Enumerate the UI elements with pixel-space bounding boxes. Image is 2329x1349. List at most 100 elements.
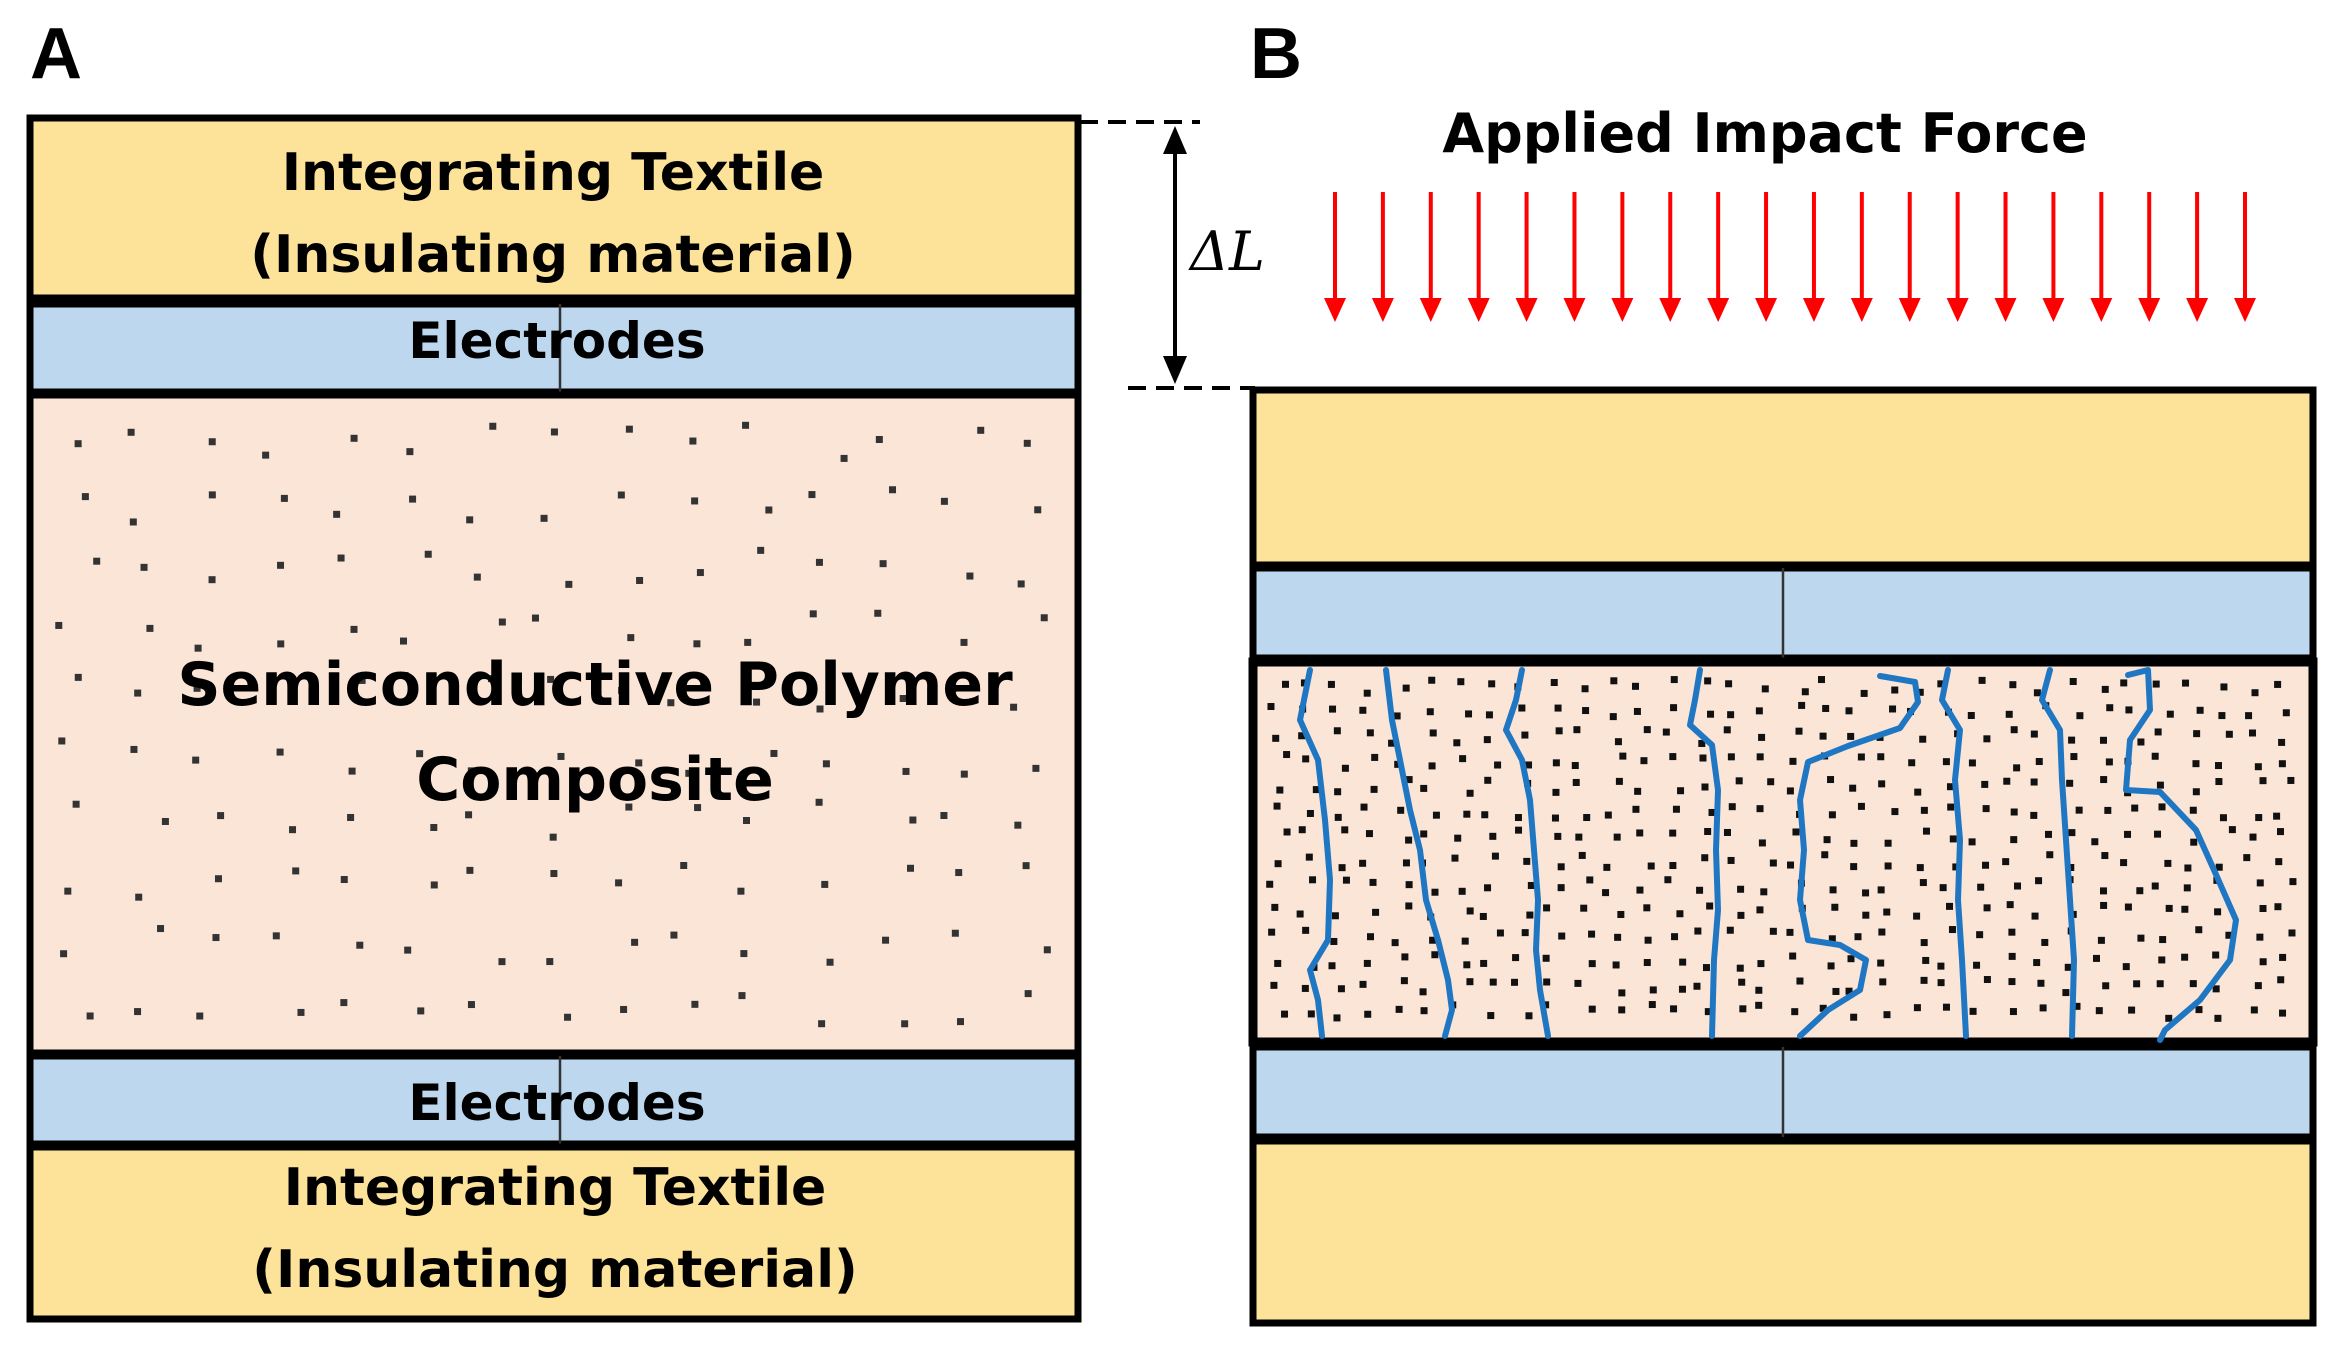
particle xyxy=(2010,836,2018,844)
particle xyxy=(1615,777,1623,785)
force-label: Applied Impact Force xyxy=(1442,102,2087,165)
particle xyxy=(1609,713,1617,721)
particle xyxy=(1739,1005,1747,1013)
particle xyxy=(1761,685,1769,693)
particle xyxy=(1757,960,1765,968)
force-arrow xyxy=(2090,192,2113,322)
particle xyxy=(2250,1006,2258,1014)
particle xyxy=(2212,951,2220,959)
particle xyxy=(742,421,750,429)
particle xyxy=(1756,906,1764,914)
conductive-path-7 xyxy=(2039,667,2077,1039)
force-arrow xyxy=(2234,192,2256,322)
particle xyxy=(1982,805,1990,813)
particle xyxy=(1393,712,1401,720)
particle xyxy=(1391,939,1399,947)
particle xyxy=(1968,838,1976,846)
particle xyxy=(1670,1005,1678,1013)
particle xyxy=(1883,1011,1891,1019)
particle xyxy=(406,448,414,456)
particle xyxy=(1489,978,1497,986)
particle xyxy=(1662,728,1670,736)
particle xyxy=(268,682,276,690)
particle xyxy=(1850,863,1858,871)
particle xyxy=(1515,826,1523,834)
force-arrows xyxy=(1324,192,2256,322)
particle xyxy=(289,826,297,834)
particle xyxy=(1420,1007,1428,1015)
particle xyxy=(1453,739,1461,747)
particle xyxy=(1526,911,1534,919)
particle xyxy=(1370,785,1378,793)
particle xyxy=(1942,758,1950,766)
particle xyxy=(2035,877,2043,885)
delta-l-indicator: ΔL xyxy=(1080,120,1265,390)
particle xyxy=(1459,755,1467,763)
particle xyxy=(2215,778,2223,786)
particle xyxy=(2151,882,2159,890)
panel-a-bottom-textile-line1: Integrating Textile xyxy=(284,1158,827,1218)
conductive-path-4 xyxy=(1687,667,1721,1039)
particle xyxy=(1337,985,1345,993)
particle xyxy=(540,514,548,522)
force-arrow xyxy=(1611,192,1634,322)
panel-a: A Integrating Textile (Insulating materi… xyxy=(26,14,1082,1323)
panel-a-top-textile-line2: (Insulating material) xyxy=(250,225,856,285)
particle xyxy=(1270,981,1278,989)
particle xyxy=(1463,810,1471,818)
particle xyxy=(430,823,438,831)
particle xyxy=(1483,736,1491,744)
particle xyxy=(1916,688,1924,696)
particle xyxy=(2278,760,2286,768)
particle xyxy=(1920,806,1928,814)
particle xyxy=(1983,735,1991,743)
particle xyxy=(1769,859,1777,867)
particle xyxy=(1614,738,1622,746)
particle xyxy=(1372,908,1380,916)
particle xyxy=(1327,680,1335,688)
particle xyxy=(2031,912,2039,920)
particle xyxy=(127,428,135,436)
particle xyxy=(1693,982,1701,990)
particle xyxy=(1756,753,1764,761)
conductive-path-6 xyxy=(1939,667,1969,1039)
particle xyxy=(1341,764,1349,772)
particle xyxy=(1512,954,1520,962)
particle xyxy=(1819,1004,1827,1012)
particle xyxy=(1699,754,1707,762)
particle xyxy=(1552,788,1560,796)
particle xyxy=(1727,711,1735,719)
particle xyxy=(1735,777,1743,785)
particle xyxy=(875,435,883,443)
particle xyxy=(909,816,917,824)
panel-a-composite-line1: Semiconductive Polymer xyxy=(177,650,1013,720)
particle xyxy=(765,506,773,514)
particle xyxy=(2120,679,2128,687)
particle xyxy=(1708,808,1716,816)
panel-b-letter: B xyxy=(1250,14,1302,94)
particle xyxy=(55,621,63,629)
particle xyxy=(531,614,539,622)
particle xyxy=(2124,903,2132,911)
particle xyxy=(547,675,555,683)
particle xyxy=(1737,885,1745,893)
particle xyxy=(1702,964,1710,972)
particle xyxy=(276,748,284,756)
particle xyxy=(1338,864,1346,872)
particle xyxy=(696,569,704,577)
particle xyxy=(2158,803,2166,811)
particle xyxy=(58,737,66,745)
particle xyxy=(1704,677,1712,685)
particle xyxy=(1883,908,1891,916)
particle xyxy=(1913,1004,1921,1012)
particle xyxy=(1919,735,1927,743)
particle xyxy=(2073,1002,2081,1010)
particle xyxy=(424,550,432,558)
particle xyxy=(1649,986,1657,994)
particle xyxy=(1043,946,1051,954)
particle xyxy=(1401,953,1409,961)
particle xyxy=(1847,732,1855,740)
particle xyxy=(2254,763,2262,771)
particle xyxy=(1334,788,1342,796)
particle xyxy=(1701,783,1709,791)
